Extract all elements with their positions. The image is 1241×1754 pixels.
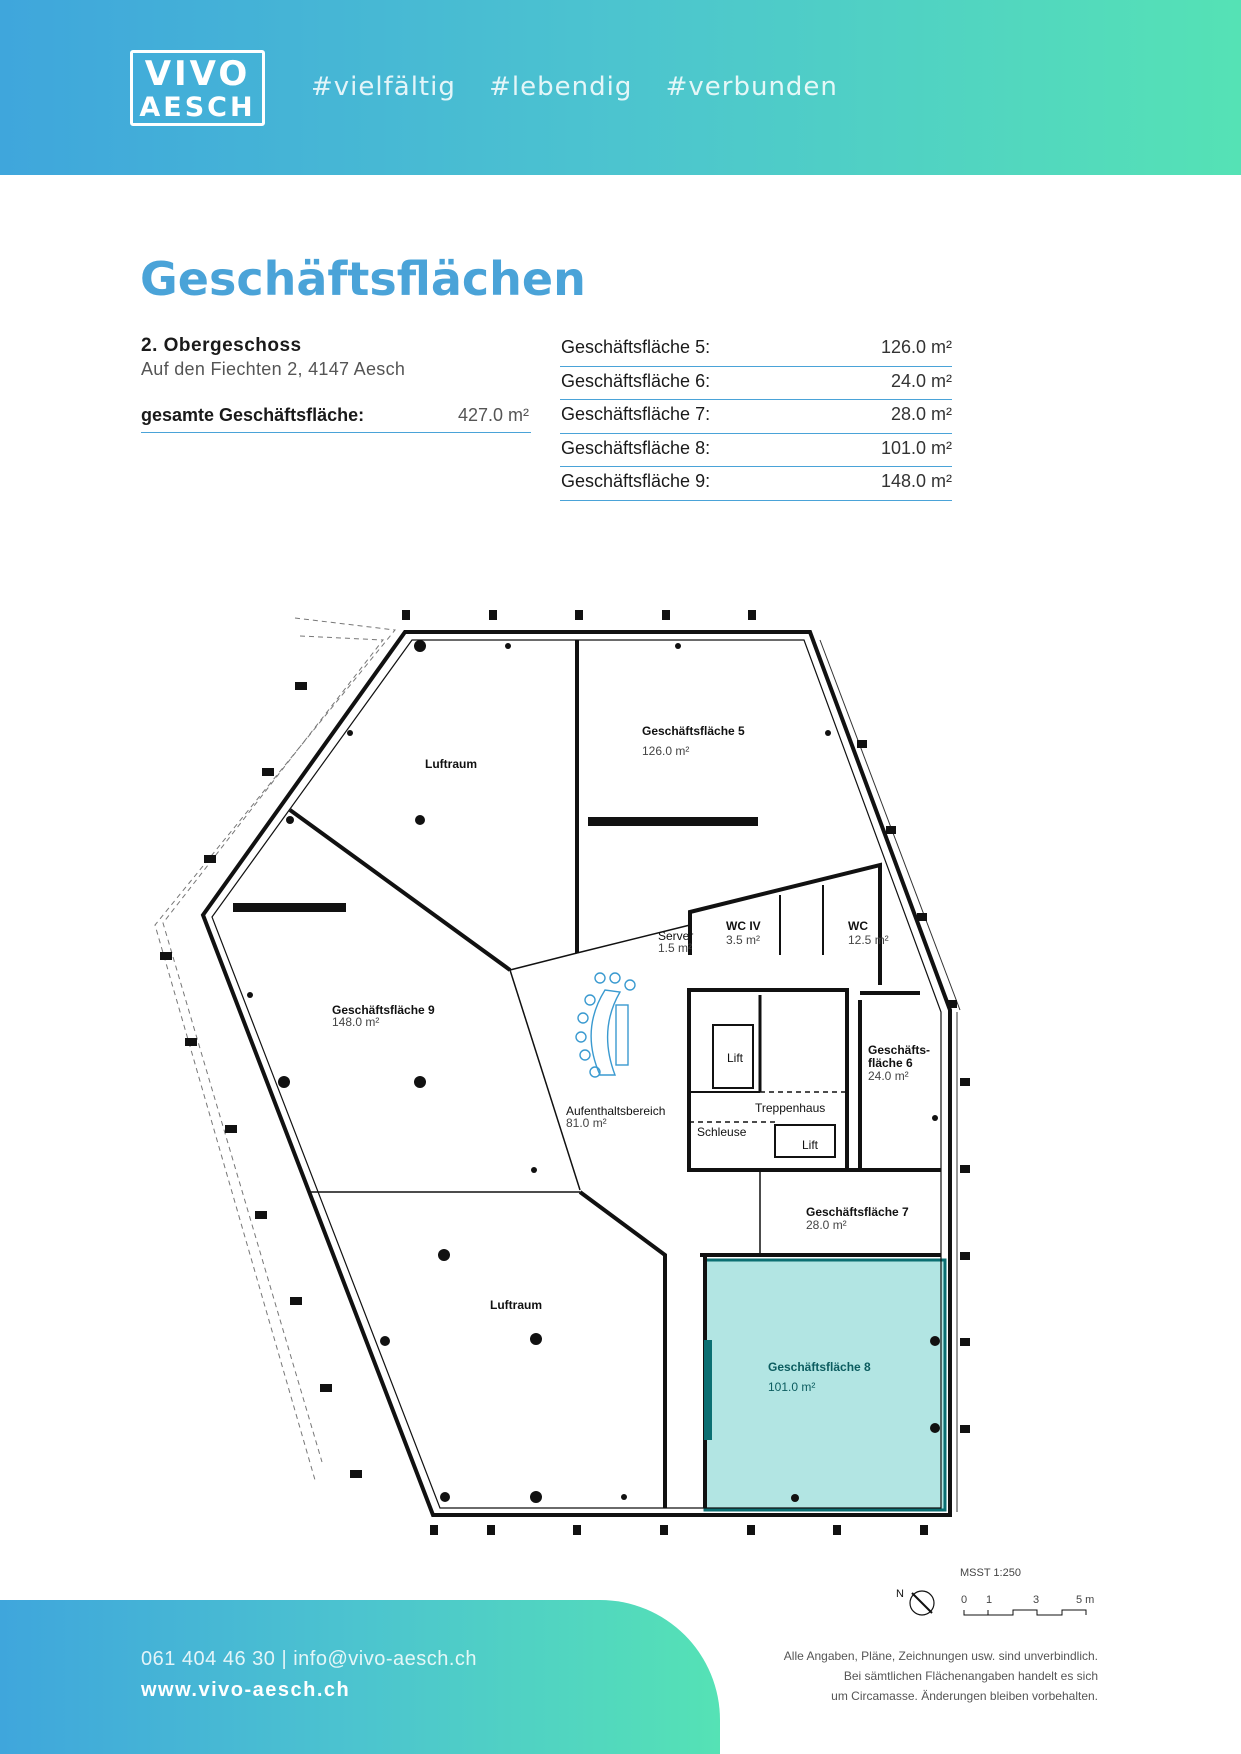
wall-bar: [588, 817, 758, 826]
area-value: 28.0 m²: [890, 404, 952, 424]
scale-tick-1: 1: [986, 1594, 992, 1606]
room-gf8-name: Geschäftsfläche 8: [768, 1360, 871, 1374]
area-label: Geschäftsfläche 8:: [561, 437, 711, 458]
logo-line1: VIVO: [144, 54, 251, 94]
room-aufenthalt-name: Aufenthaltsbereich: [566, 1104, 665, 1118]
room-server-name: Server: [658, 929, 693, 943]
hashtag-verbunden: #verbunden: [665, 72, 838, 102]
perimeter-markers: [160, 610, 970, 1535]
room-wciv-name: WC IV: [726, 919, 761, 933]
room-server-area: 1.5 m²: [658, 941, 692, 955]
hashtag-vielfaeltig: #vielfältig: [311, 72, 456, 102]
area-row: Geschäftsfläche 5: 126.0 m²: [560, 333, 952, 367]
area-row: Geschäftsfläche 8: 101.0 m²: [560, 434, 952, 467]
room-gf9-area: 148.0 m²: [332, 1015, 379, 1029]
floor-label: 2. Obergeschoss: [141, 335, 302, 356]
website-link[interactable]: www.vivo-aesch.ch: [141, 1679, 351, 1701]
area-label: Geschäftsfläche 7:: [561, 404, 711, 424]
area-value: 24.0 m²: [890, 370, 952, 391]
columns: [247, 640, 940, 1503]
lounge-furniture: [575, 972, 636, 1078]
room-treppenhaus: Treppenhaus: [755, 1101, 825, 1115]
area-row: Geschäftsfläche 6: 24.0 m²: [560, 367, 952, 400]
gf8-highlight[interactable]: [703, 1258, 947, 1512]
hashtags: #vielfältig #lebendig #verbunden: [311, 72, 862, 102]
page-title: Geschäftsflächen: [140, 252, 586, 306]
area-value: 126.0 m²: [880, 337, 952, 357]
total-area-label: gesamte Geschäftsfläche:: [141, 405, 365, 425]
scale-title: MSST 1:250: [960, 1567, 1021, 1579]
room-wc-area: 12.5 m²: [848, 933, 889, 947]
room-gf8-area: 101.0 m²: [768, 1380, 815, 1394]
footer-band: [0, 1600, 720, 1754]
disclaimer-line: um Circamasse. Änderungen bleiben vorbeh…: [831, 1689, 1098, 1703]
room-gf7-name: Geschäftsfläche 7: [806, 1205, 909, 1219]
room-gf6-name-1: Geschäfts-: [868, 1043, 930, 1057]
area-label: Geschäftsfläche 6:: [561, 370, 711, 391]
room-wc-name: WC: [848, 919, 868, 933]
scale-tick-5: 5 m: [1076, 1594, 1094, 1606]
room-gf5-area: 126.0 m²: [642, 744, 689, 758]
north-label: N: [896, 1588, 904, 1600]
facade-line: [819, 639, 961, 1011]
room-gf9-name: Geschäftsfläche 9: [332, 1003, 435, 1017]
scale-bar: MSST 1:250 0 1 3 5 m: [960, 1567, 1094, 1616]
area-value: 101.0 m²: [880, 437, 952, 458]
disclaimer-line: Bei sämtlichen Flächenangaben handelt es…: [843, 1669, 1098, 1683]
vivo-aesch-logo[interactable]: VIVO AESCH: [130, 50, 265, 126]
balcony-line-inner: [162, 635, 384, 1463]
scale-tick-3: 3: [1033, 1594, 1039, 1606]
hashtag-lebendig: #lebendig: [489, 72, 633, 102]
total-area-value: 427.0 m²: [457, 405, 529, 425]
scale-tick-0: 0: [961, 1594, 967, 1606]
room-gf5-name: Geschäftsfläche 5: [642, 724, 745, 738]
north-arrow: N: [896, 1588, 935, 1616]
contact-info[interactable]: 061 404 46 30 | info@vivo-aesch.ch: [141, 1648, 478, 1670]
area-label: Geschäftsfläche 9:: [561, 471, 711, 491]
room-luftraum-bottom: Luftraum: [490, 1298, 542, 1312]
room-lift-1: Lift: [727, 1051, 744, 1065]
room-wciv-area: 3.5 m²: [726, 933, 760, 947]
room-lift-2: Lift: [802, 1138, 819, 1152]
total-area-row: gesamte Geschäftsfläche: 427.0 m²: [141, 403, 531, 433]
room-aufenthalt-area: 81.0 m²: [566, 1116, 607, 1130]
building-outline: [200, 630, 952, 1517]
area-row: Geschäftsfläche 7: 28.0 m²: [560, 400, 952, 434]
room-gf6-name-2: fläche 6: [868, 1056, 913, 1070]
building-outline-inner: [211, 639, 942, 1509]
disclaimer: Alle Angaben, Pläne, Zeichnungen usw. si…: [740, 1646, 1098, 1706]
room-gf7-area: 28.0 m²: [806, 1218, 847, 1232]
wall-bar: [704, 1340, 712, 1440]
disclaimer-line: Alle Angaben, Pläne, Zeichnungen usw. si…: [783, 1649, 1098, 1663]
room-gf6-area: 24.0 m²: [868, 1069, 909, 1083]
area-table: Geschäftsfläche 5: 126.0 m² Geschäftsflä…: [560, 333, 952, 501]
balcony-line: [154, 617, 396, 1481]
area-value: 148.0 m²: [880, 471, 952, 491]
room-luftraum-top: Luftraum: [425, 757, 477, 771]
logo-line2: AESCH: [139, 92, 256, 123]
area-label: Geschäftsfläche 5:: [561, 337, 711, 357]
room-schleuse: Schleuse: [697, 1125, 747, 1139]
area-row: Geschäftsfläche 9: 148.0 m²: [560, 467, 952, 501]
address: Auf den Fiechten 2, 4147 Aesch: [141, 359, 406, 379]
header-band: VIVO AESCH #vielfältig #lebendig #verbun…: [0, 0, 1241, 175]
wall-bar: [233, 903, 346, 912]
